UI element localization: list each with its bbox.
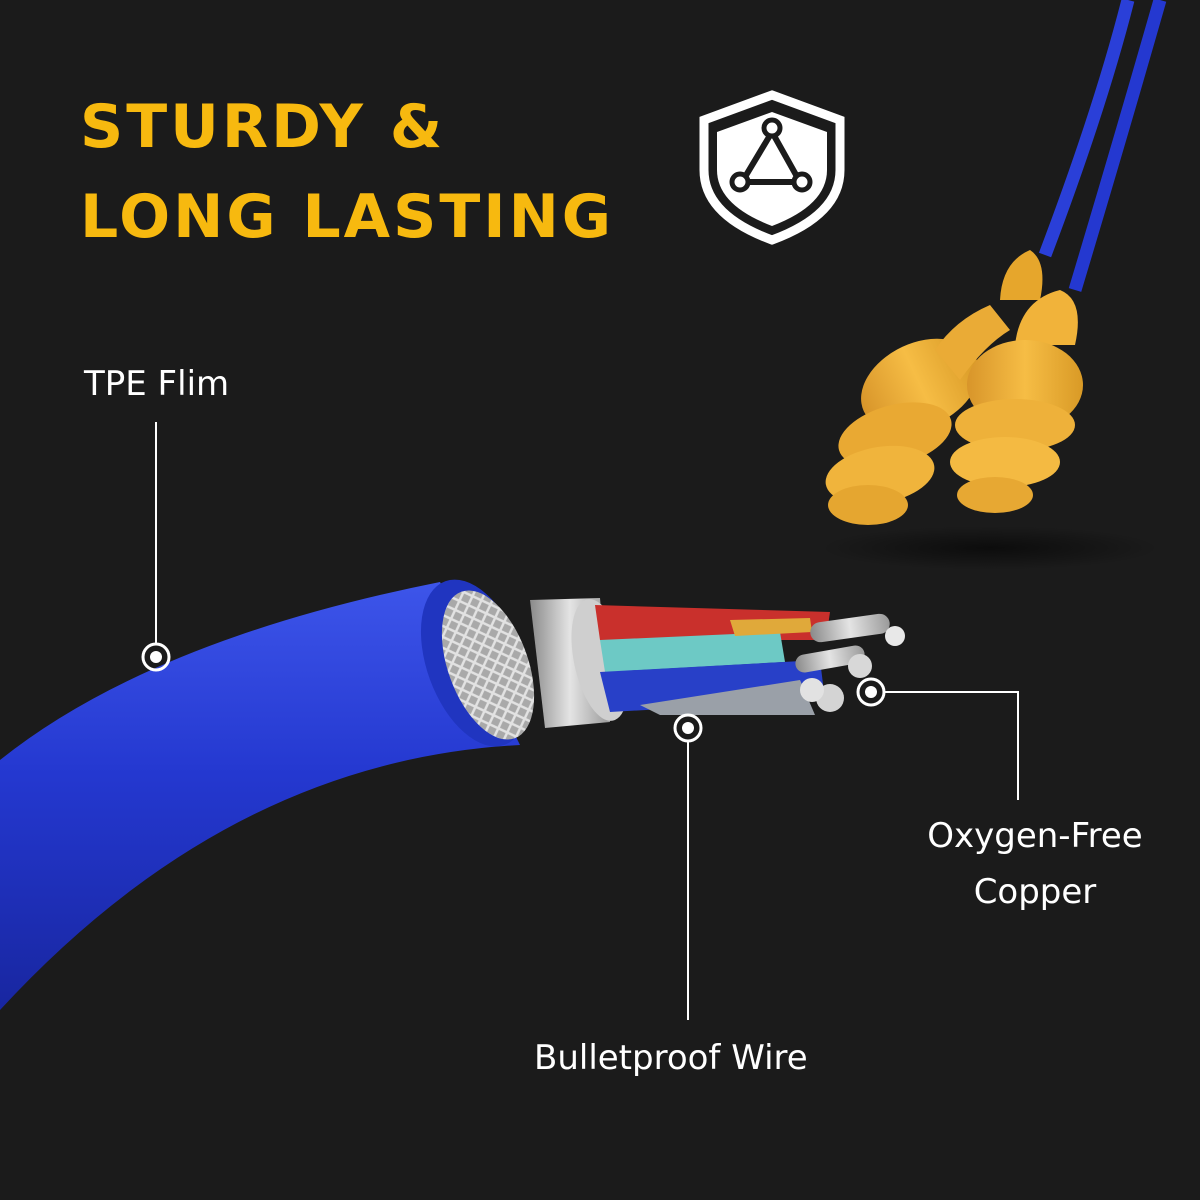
- headline-line-2: LONG LASTING: [80, 182, 615, 252]
- tpe-film-label: TPE Flim: [84, 364, 230, 404]
- callout-bulletproof-wire: [673, 713, 703, 1020]
- callout-tpe-film: [141, 422, 171, 672]
- bulletproof-wire-label: Bulletproof Wire: [534, 1038, 808, 1078]
- oxygen-free-label-line-1: Oxygen-Free: [927, 816, 1143, 856]
- oxygen-free-copper-label: Oxygen-Free Copper: [900, 808, 1170, 920]
- cable-cross-section: [0, 579, 905, 1010]
- earplugs-illustration: [820, 0, 1167, 570]
- oxygen-free-label-line-2: Copper: [973, 872, 1097, 912]
- headline-line-1: STURDY &: [80, 92, 446, 162]
- headline: STURDY & LONG LASTING: [80, 82, 614, 262]
- shield-network-icon: [699, 90, 845, 245]
- callout-oxygen-free-copper: [856, 677, 1019, 800]
